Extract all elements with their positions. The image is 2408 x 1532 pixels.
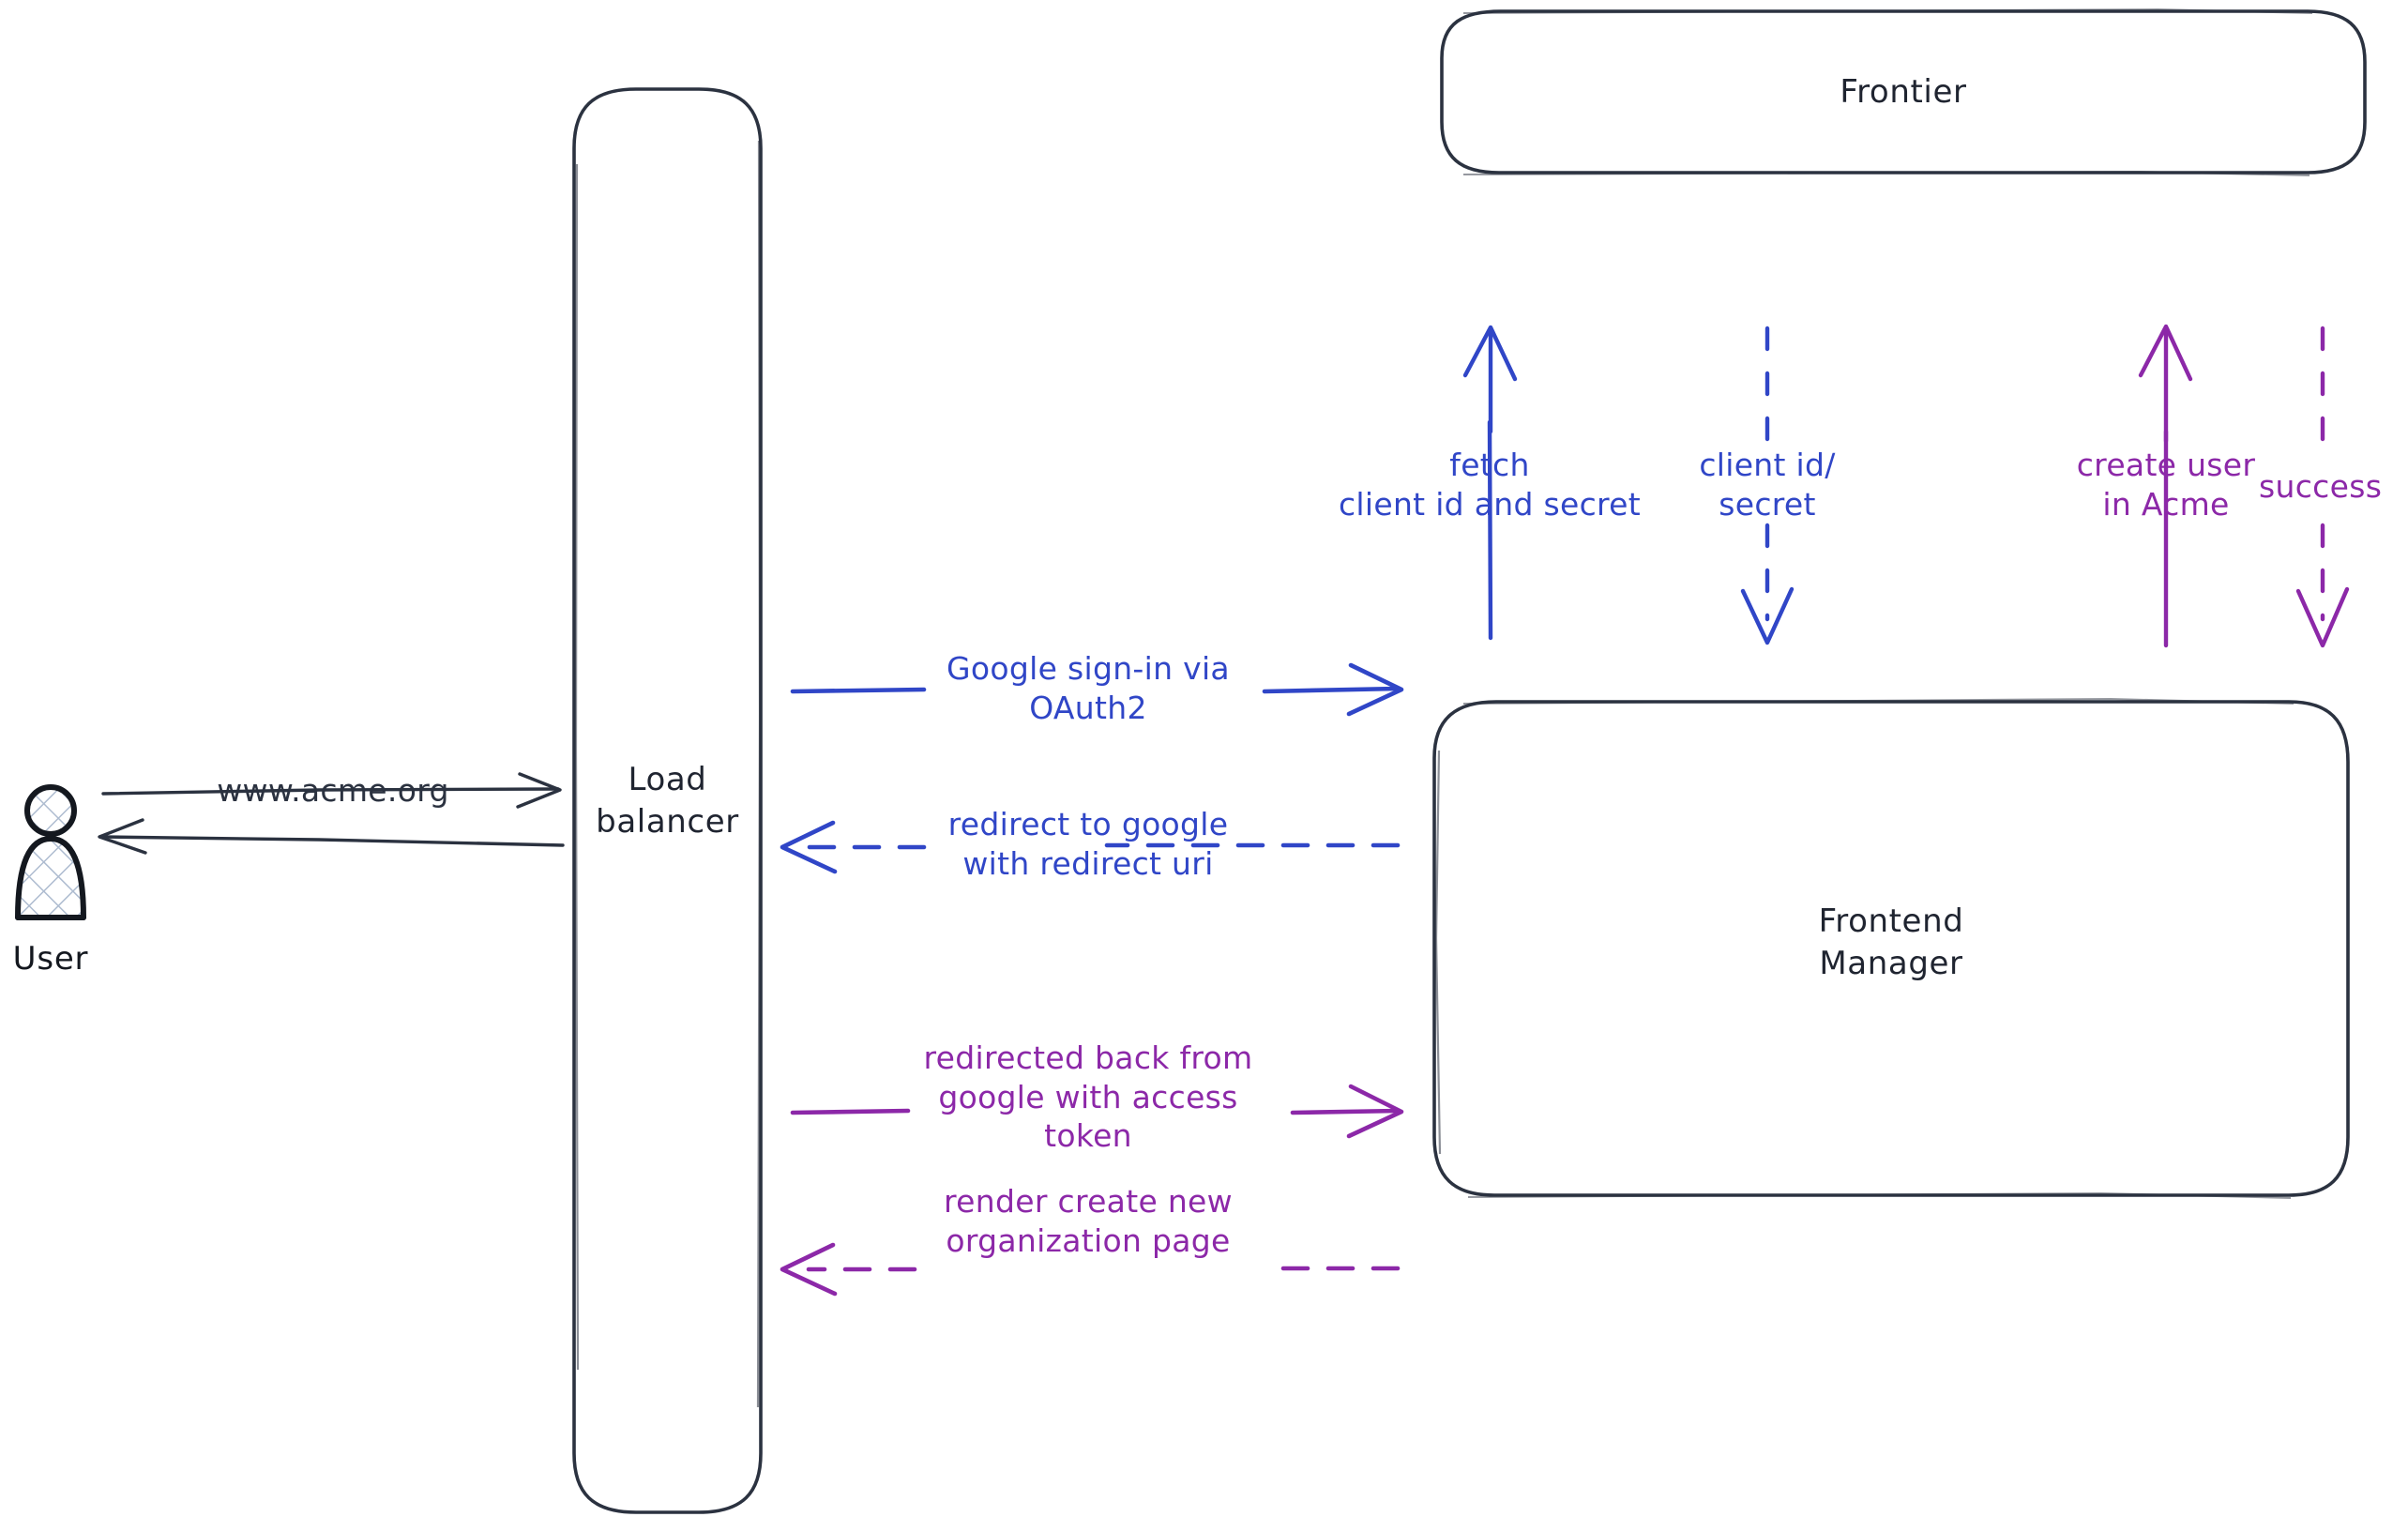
- edge-lb-to-user: [98, 818, 565, 855]
- edge-user-to-lb: [101, 772, 562, 809]
- node-load-balancer[interactable]: Load balancer: [574, 89, 761, 1512]
- node-load-balancer-outline: [572, 87, 763, 1514]
- edge-fm-to-lb-render: [780, 1242, 1401, 1297]
- edge-frontier-to-fm-creds: [1740, 326, 1795, 645]
- edge-frontier-to-fm-success: [2295, 326, 2350, 648]
- edge-fm-to-frontier-create-user: [2138, 324, 2193, 648]
- node-frontend-manager[interactable]: Frontend Manager: [1434, 702, 2348, 1195]
- node-frontend-manager-label: Frontend Manager: [1818, 903, 1964, 982]
- edge-lb-to-fm-signin: [790, 662, 1404, 717]
- user-actor-label: User: [12, 940, 89, 978]
- edge-lb-to-fm-token: [790, 1084, 1404, 1139]
- person-icon: [15, 784, 86, 920]
- node-frontier-label: Frontier: [1840, 72, 1967, 111]
- node-frontier[interactable]: Frontier: [1442, 11, 2365, 173]
- edge-fm-to-lb-redirect: [780, 820, 1401, 874]
- node-load-balancer-label: Load balancer: [596, 760, 739, 841]
- node-frontend-manager-outline: [1432, 697, 2350, 1199]
- node-frontier-outline: [1440, 8, 2367, 176]
- edge-fm-to-frontier-fetch: [1462, 325, 1518, 641]
